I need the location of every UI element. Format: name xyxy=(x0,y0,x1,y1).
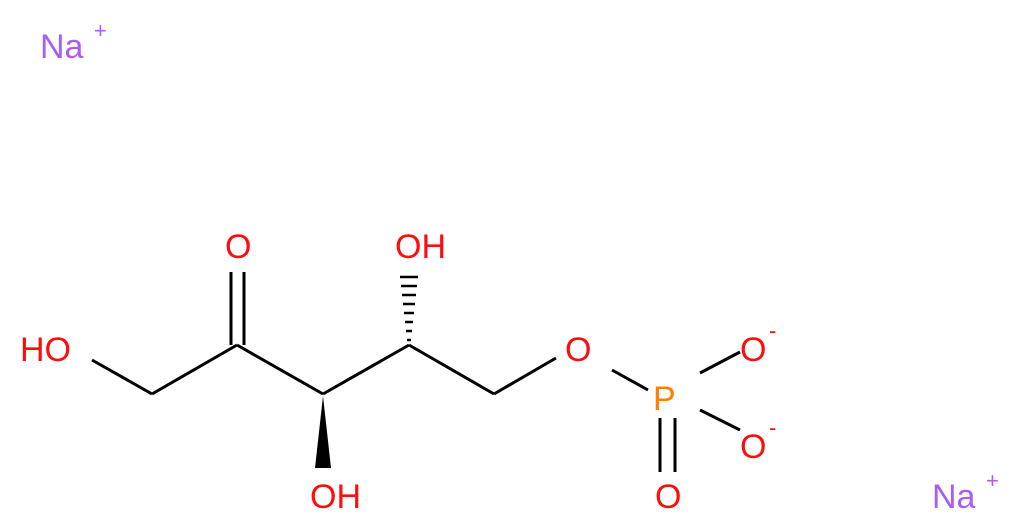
ester-oxygen-label: O xyxy=(565,331,591,369)
bonds xyxy=(91,272,741,472)
bond-p-o-top xyxy=(699,350,741,375)
bond-c5-ester-o xyxy=(493,356,557,396)
wedge-bond-c3-oh xyxy=(315,396,331,468)
carbonyl-oxygen-label: O xyxy=(225,228,251,266)
oxide-bottom-label: O xyxy=(740,428,766,466)
bond-ester-o-p xyxy=(611,368,649,392)
bond-c2-c3 xyxy=(236,343,324,396)
hashed-bond-c4-oh xyxy=(400,275,418,342)
bond-c1-o-left xyxy=(91,358,153,396)
oxide-top-charge: - xyxy=(769,318,776,343)
sodium-ion-bottom-label: Na xyxy=(932,478,976,516)
hydroxyl-top-label: OH xyxy=(395,228,446,266)
sodium-ion-top-charge: + xyxy=(94,18,107,43)
oxide-bottom-charge: - xyxy=(769,415,776,440)
hydroxyl-left-label: HO xyxy=(20,331,71,369)
bond-c4-c5 xyxy=(408,343,495,396)
bond-p-o-bottom xyxy=(699,408,741,432)
phosphoryl-oxygen-label: O xyxy=(655,478,681,516)
bond-c1-c2 xyxy=(151,343,238,396)
oxide-top-label: O xyxy=(740,331,766,369)
hydroxyl-bottom-label: OH xyxy=(310,478,361,516)
bond-c3-c4 xyxy=(322,343,410,396)
phosphorus-label: P xyxy=(653,380,676,418)
sodium-ion-top-label: Na xyxy=(40,28,84,66)
sodium-ion-bottom-charge: + xyxy=(986,468,999,493)
